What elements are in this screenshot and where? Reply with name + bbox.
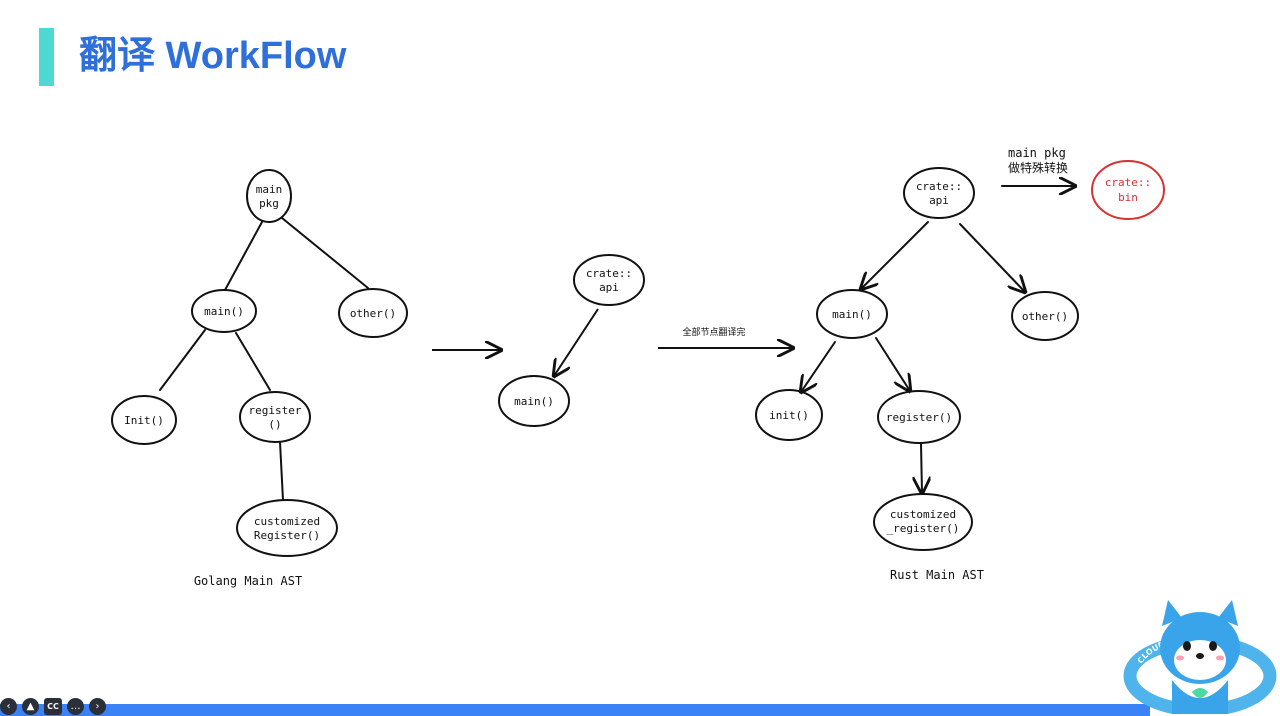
node-label: main bbox=[256, 183, 283, 196]
node-label: api bbox=[599, 281, 619, 294]
node-rs-register: register() bbox=[877, 390, 961, 444]
node-mid-main: main() bbox=[498, 375, 570, 427]
captions-icon[interactable]: CC bbox=[44, 697, 62, 715]
note-main-pkg: main pkg bbox=[1008, 146, 1066, 160]
node-label: register() bbox=[886, 411, 952, 424]
title-accent-bar bbox=[39, 28, 54, 86]
node-label: other() bbox=[1022, 310, 1068, 323]
node-label: customized bbox=[254, 515, 320, 528]
node-label: () bbox=[268, 418, 281, 431]
pointer-icon[interactable]: ▲ bbox=[22, 697, 39, 715]
caption-golang-ast: Golang Main AST bbox=[194, 574, 302, 588]
node-label: api bbox=[929, 194, 949, 207]
edge-gomain-init bbox=[159, 329, 206, 391]
edge-rsmain-register bbox=[875, 337, 910, 391]
chevron-left-icon[interactable]: ‹ bbox=[0, 697, 17, 715]
more-icon[interactable]: … bbox=[67, 697, 84, 715]
edge-goregister-customized bbox=[279, 441, 284, 501]
node-label: main() bbox=[832, 308, 872, 321]
node-label: crate:: bbox=[1105, 176, 1151, 189]
node-label: main() bbox=[514, 395, 554, 408]
slide-nav-toolbar: ‹ ▲ CC … › bbox=[0, 697, 106, 715]
edge-gopkg-main bbox=[224, 221, 263, 291]
node-rs-main: main() bbox=[816, 289, 888, 339]
node-label: customized bbox=[890, 508, 956, 521]
edge-label-translate-all: 全部节点翻译完 bbox=[682, 326, 745, 338]
node-go-init: Init() bbox=[111, 395, 177, 445]
node-label: bin bbox=[1118, 191, 1138, 204]
node-label: pkg bbox=[259, 197, 279, 210]
node-mid-crate-api: crate:: api bbox=[573, 254, 645, 306]
node-label: other() bbox=[350, 307, 396, 320]
footer-bar bbox=[0, 704, 1150, 716]
node-go-register: register () bbox=[239, 391, 311, 443]
cloudwego-mascot-logo: CLOUDWEGO bbox=[1123, 600, 1277, 714]
node-rs-other: other() bbox=[1011, 291, 1079, 341]
node-label: crate:: bbox=[586, 267, 632, 280]
chevron-right-icon[interactable]: › bbox=[89, 697, 106, 715]
node-go-main: main() bbox=[191, 289, 257, 333]
node-go-main-pkg: main pkg bbox=[246, 169, 292, 223]
node-label: Register() bbox=[254, 529, 320, 542]
node-label: main() bbox=[204, 305, 244, 318]
node-label: init() bbox=[769, 409, 809, 422]
page-title: 翻译 WorkFlow bbox=[79, 35, 347, 77]
node-label: register bbox=[249, 404, 302, 417]
edge-rsmain-init bbox=[801, 341, 836, 392]
edge-rscrate-other bbox=[959, 223, 1025, 292]
edge-rscrate-main bbox=[861, 221, 929, 289]
node-go-customized: customized Register() bbox=[236, 499, 338, 557]
edge-gopkg-other bbox=[281, 217, 369, 289]
node-label: Init() bbox=[124, 414, 164, 427]
note-special-transform: 做特殊转换 bbox=[1008, 160, 1068, 175]
edge-gomain-register bbox=[235, 332, 271, 391]
edge-rsregister-customized bbox=[921, 443, 922, 493]
node-rs-crate-api: crate:: api bbox=[903, 167, 975, 219]
node-rs-crate-bin: crate:: bin bbox=[1091, 160, 1165, 220]
node-label: _register() bbox=[887, 522, 960, 535]
node-rs-init: init() bbox=[755, 389, 823, 441]
node-go-other: other() bbox=[338, 288, 408, 338]
caption-rust-ast: Rust Main AST bbox=[890, 568, 984, 582]
edge-midcrate-main bbox=[554, 308, 599, 376]
node-rs-customized: customized _register() bbox=[873, 493, 973, 551]
node-label: crate:: bbox=[916, 180, 962, 193]
